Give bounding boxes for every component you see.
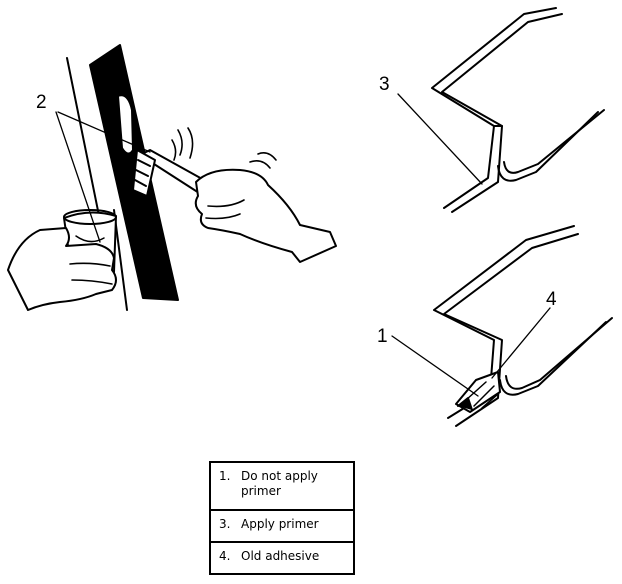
legend-text: Old adhesive xyxy=(241,549,320,563)
leader-4 xyxy=(491,307,551,379)
callout-2: 2 xyxy=(36,92,47,113)
legend-text: Do not apply primer xyxy=(241,469,318,498)
leader-1 xyxy=(391,335,479,397)
legend-cell: 4. Old adhesive xyxy=(209,541,355,575)
legend-text: Apply primer xyxy=(241,517,319,531)
legend-number: 4. xyxy=(219,549,231,563)
section-apply-primer xyxy=(431,7,605,213)
right-hand xyxy=(194,152,337,263)
legend-row: 1. Do not apply primer xyxy=(209,461,355,511)
leader-2b xyxy=(57,111,151,153)
legend-number: 1. xyxy=(219,469,231,483)
legend-row: 4. Old adhesive xyxy=(209,541,355,575)
left-hand xyxy=(7,227,117,311)
primer-brush xyxy=(132,127,223,201)
leader-2a xyxy=(55,111,101,243)
legend-row: 3. Apply primer xyxy=(209,509,355,543)
primer-application-illustration: 2 3 1 4 xyxy=(7,7,613,427)
legend-cell: 1. Do not apply primer xyxy=(209,461,355,511)
callout-4: 4 xyxy=(546,289,557,310)
legend-number: 3. xyxy=(219,517,231,531)
legend-cell: 3. Apply primer xyxy=(209,509,355,543)
callout-3: 3 xyxy=(379,74,390,95)
legend-table: 1. Do not apply primer 3. Apply primer 4. O… xyxy=(209,461,355,575)
callout-1: 1 xyxy=(377,326,388,347)
section-old-adhesive xyxy=(433,225,613,427)
leader-3 xyxy=(397,93,483,185)
